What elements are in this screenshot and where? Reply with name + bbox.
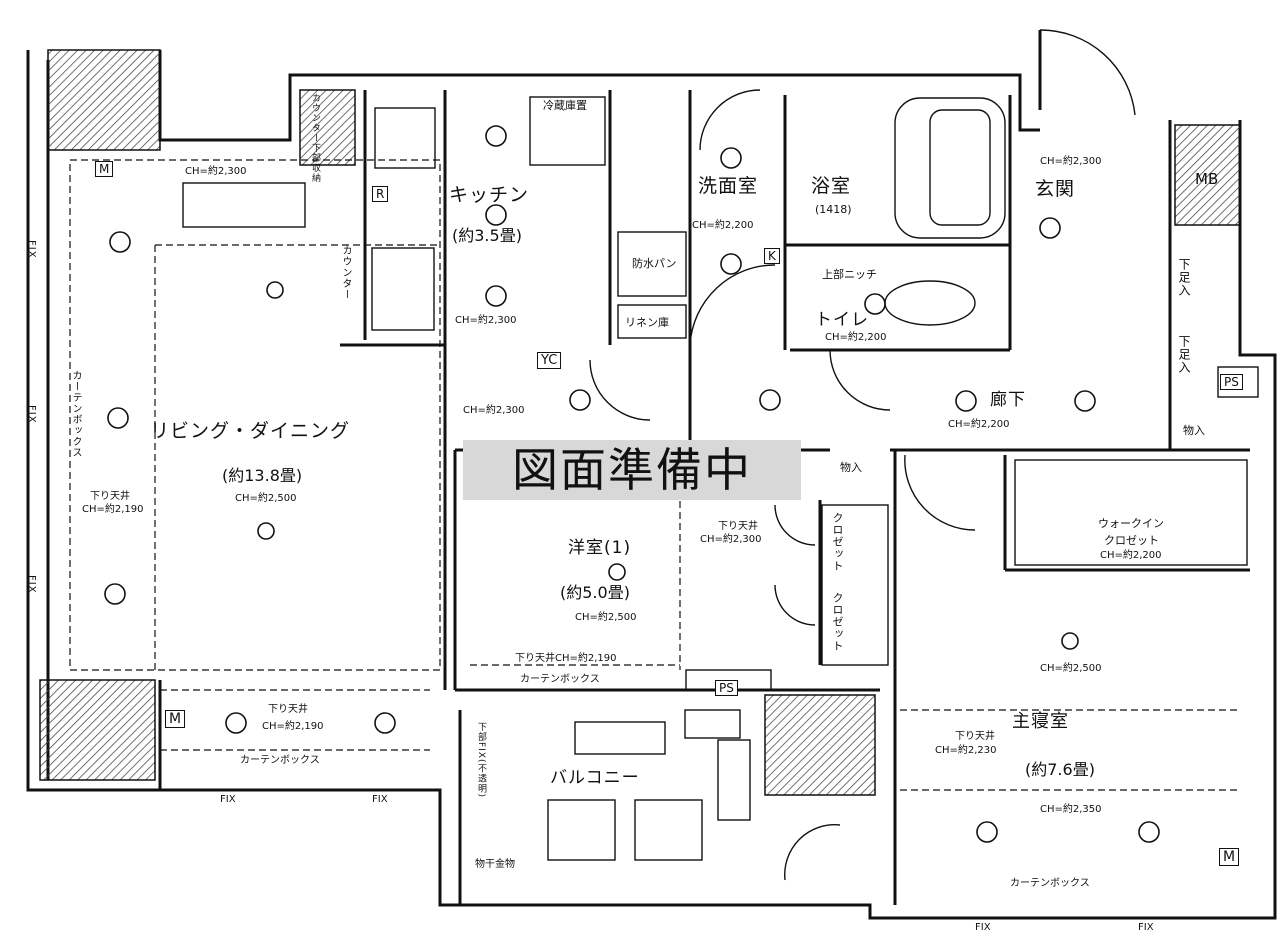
wic-label-2: クロゼット bbox=[1104, 534, 1159, 547]
closet-label-1: クロゼット bbox=[831, 512, 844, 572]
counter-storage-label: カウンター下部収納 bbox=[310, 93, 320, 183]
dining-ch: CH=約2,300 bbox=[463, 405, 525, 416]
r-marker: R bbox=[372, 186, 389, 202]
balcony-label: バルコニー bbox=[550, 768, 640, 788]
fix-bedroom-2: FIX bbox=[1138, 922, 1154, 933]
drawing-in-preparation-banner: 図面準備中 bbox=[463, 440, 801, 500]
fridge-label: 冷蔵庫置 bbox=[543, 99, 587, 112]
master-bedroom-size: (約7.6畳) bbox=[1025, 760, 1095, 779]
living-left-lowered-ch: CH=約2,190 bbox=[82, 504, 144, 515]
living-label: リビング・ダイニング bbox=[150, 420, 351, 442]
ps-label-balcony: PS bbox=[715, 680, 738, 696]
shoe-storage-upper: 下足入 bbox=[1177, 258, 1191, 297]
toilet-ch: CH=約2,200 bbox=[825, 332, 887, 343]
hall-ch: CH=約2,200 bbox=[948, 419, 1010, 430]
balcony-fix-note: 下部FIX(不透明) bbox=[476, 722, 486, 799]
living-left-curtain-box: カーテンボックス bbox=[70, 370, 81, 458]
entrance-ch: CH=約2,300 bbox=[1040, 156, 1102, 167]
master-bedroom-ch: CH=約2,500 bbox=[1040, 663, 1102, 674]
m-marker-1: M bbox=[95, 161, 114, 177]
western-room-size: (約5.0畳) bbox=[560, 583, 630, 602]
closet-label-2: クロゼット bbox=[831, 592, 844, 652]
counter-label: カウンター bbox=[340, 245, 351, 300]
living-bottom-curtain-box: カーテンボックス bbox=[240, 755, 320, 766]
wic-ch: CH=約2,200 bbox=[1100, 550, 1162, 561]
fix-bedroom-1: FIX bbox=[975, 922, 991, 933]
shoe-storage-lower: 下足入 bbox=[1177, 335, 1191, 374]
fix-left-3: FIX bbox=[26, 575, 37, 594]
living-bottom-lowered-ch: CH=約2,190 bbox=[262, 721, 324, 732]
western-room-ch: CH=約2,500 bbox=[575, 612, 637, 623]
washroom-ch: CH=約2,200 bbox=[692, 220, 754, 231]
western-room-label: 洋室(1) bbox=[568, 538, 632, 558]
living-ch: CH=約2,500 bbox=[235, 493, 297, 504]
kitchen-label: キッチン bbox=[449, 184, 530, 206]
niche-label: 上部ニッチ bbox=[822, 268, 877, 281]
toilet-label: トイレ bbox=[815, 310, 869, 330]
mb-label: MB bbox=[1195, 170, 1219, 188]
fix-left-1: FIX bbox=[26, 240, 37, 259]
kitchen-size: (約3.5畳) bbox=[452, 226, 522, 245]
clothes-hanger-label: 物干金物 bbox=[475, 859, 515, 870]
master-ch2: CH=約2,350 bbox=[1040, 804, 1102, 815]
ps-label-hall: PS bbox=[1220, 374, 1243, 390]
living-size: (約13.8畳) bbox=[222, 466, 303, 485]
hall-label: 廊下 bbox=[990, 390, 1026, 410]
fix-left-2: FIX bbox=[26, 405, 37, 424]
m-marker-2: M bbox=[165, 710, 186, 728]
k-marker: K bbox=[764, 248, 780, 264]
master-lowered-ch: CH=約2,230 bbox=[935, 745, 997, 756]
bath-label: 浴室 bbox=[811, 175, 852, 197]
kitchen-ch: CH=約2,300 bbox=[455, 315, 517, 326]
living-bottom-lowered: 下り天井 bbox=[268, 704, 308, 715]
yc-marker: YC bbox=[537, 352, 562, 369]
western-curtain-box: カーテンボックス bbox=[520, 674, 600, 685]
washroom-label: 洗面室 bbox=[698, 175, 759, 197]
entrance-label: 玄関 bbox=[1035, 178, 1076, 200]
bath-size: (1418) bbox=[815, 203, 852, 216]
master-lowered-label: 下り天井 bbox=[955, 731, 995, 742]
master-curtain-box: カーテンボックス bbox=[1010, 878, 1090, 889]
western-lowered-ch: CH=約2,300 bbox=[700, 534, 762, 545]
western-window-lowered: 下り天井CH=約2,190 bbox=[515, 653, 617, 664]
linen-label: リネン庫 bbox=[625, 316, 669, 329]
storage-label: 物入 bbox=[840, 461, 862, 474]
storage-label-hall: 物入 bbox=[1183, 424, 1205, 437]
wic-label-1: ウォークイン bbox=[1098, 517, 1164, 530]
fix-bottom-1: FIX bbox=[220, 794, 236, 805]
living-left-lowered: 下り天井 bbox=[90, 491, 130, 502]
living-upper-ch: CH=約2,300 bbox=[185, 166, 247, 177]
waterproof-pan-label: 防水パン bbox=[632, 257, 677, 270]
fix-bottom-2: FIX bbox=[372, 794, 388, 805]
western-lowered-label: 下り天井 bbox=[718, 521, 758, 532]
master-bedroom-label: 主寝室 bbox=[1012, 711, 1069, 732]
m-marker-3: M bbox=[1219, 848, 1240, 866]
